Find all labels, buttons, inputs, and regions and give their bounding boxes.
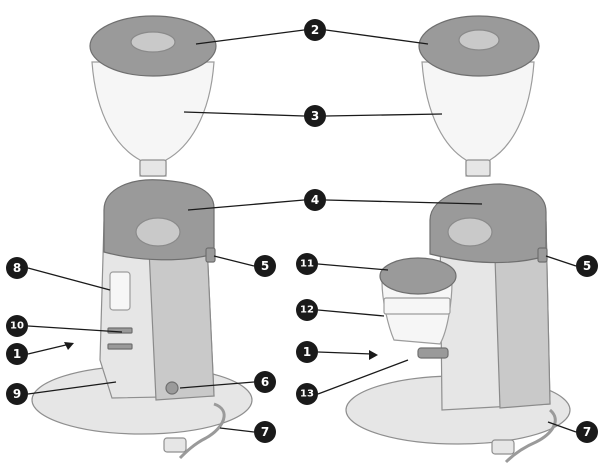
leader-7-right <box>547 421 577 433</box>
left-grinder-chute <box>135 217 181 247</box>
callout-10: 10 <box>6 315 28 337</box>
callout-11-label: 11 <box>300 259 314 270</box>
callout-2-label: 2 <box>311 23 319 37</box>
right-grinder-doser-lever <box>417 347 449 359</box>
callout-3-label: 3 <box>311 109 319 123</box>
leader-5-right <box>545 255 577 267</box>
left-grinder-dial <box>109 271 131 311</box>
left-grinder-switch <box>205 247 216 263</box>
leader-4-left <box>187 199 305 211</box>
callout-6: 6 <box>254 371 276 393</box>
arrowhead-1-left <box>64 342 74 350</box>
callout-6-label: 6 <box>261 375 269 389</box>
right-hopper-lid-handle <box>458 29 500 51</box>
leader-2-left <box>195 29 305 45</box>
callout-5-right: 5 <box>576 255 598 277</box>
leader-1-right <box>317 351 373 355</box>
callout-12-label: 12 <box>300 305 314 316</box>
callout-7-left: 7 <box>254 421 276 443</box>
callout-11: 11 <box>296 253 318 275</box>
left-hopper <box>89 15 217 177</box>
left-grinder <box>31 179 253 460</box>
leader-4-right <box>325 199 483 205</box>
leader-7-left <box>219 427 255 433</box>
right-grinder-plug <box>491 439 515 455</box>
leader-5-left <box>213 255 255 267</box>
callout-5-right-label: 5 <box>583 259 591 273</box>
callout-8: 8 <box>6 257 28 279</box>
right-grinder-doser-band <box>383 297 451 315</box>
callout-4-label: 4 <box>311 193 319 207</box>
callout-1-right: 1 <box>296 341 318 363</box>
left-grinder-cord <box>178 402 226 460</box>
leader-1-left <box>27 343 71 355</box>
callout-1-left-label: 1 <box>13 347 21 361</box>
callout-13-label: 13 <box>300 389 314 400</box>
callout-9: 9 <box>6 383 28 405</box>
arrowhead-1-right <box>369 350 378 360</box>
callout-8-label: 8 <box>13 261 21 275</box>
callout-5-left: 5 <box>254 255 276 277</box>
callout-4: 4 <box>304 189 326 211</box>
leader-2-right <box>325 29 429 45</box>
arrowheads <box>64 342 378 360</box>
left-hopper-neck <box>139 159 167 177</box>
leader-3-right <box>325 113 443 117</box>
leader-13 <box>317 359 409 395</box>
callout-3: 3 <box>304 105 326 127</box>
callout-13: 13 <box>296 383 318 405</box>
callout-1-left: 1 <box>6 343 28 365</box>
left-grinder-foot <box>165 381 179 395</box>
right-hopper-neck <box>465 159 491 177</box>
leader-9 <box>27 381 117 395</box>
leader-11 <box>317 263 389 271</box>
leader-10 <box>27 325 123 333</box>
left-grinder-plug <box>163 437 187 453</box>
right-grinder <box>345 183 571 464</box>
callout-9-label: 9 <box>13 387 21 401</box>
leader-6 <box>179 381 255 389</box>
callout-10-label: 10 <box>10 321 24 332</box>
leader-8 <box>27 267 111 291</box>
right-hopper-container <box>421 61 535 177</box>
leader-12 <box>317 309 385 317</box>
right-grinder-chute <box>447 217 493 247</box>
callout-5-left-label: 5 <box>261 259 269 273</box>
right-grinder-doser-lid <box>379 257 457 295</box>
callout-1-right-label: 1 <box>303 345 311 359</box>
leader-lines <box>27 29 577 433</box>
callout-2: 2 <box>304 19 326 41</box>
callout-12: 12 <box>296 299 318 321</box>
callout-7-right-label: 7 <box>583 425 591 439</box>
leader-3-left <box>183 111 305 117</box>
callout-7-right: 7 <box>576 421 598 443</box>
right-grinder-cord <box>504 408 557 464</box>
callout-badges: 2 3 4 5 5 8 11 10 <box>6 19 598 443</box>
right-grinder-switch <box>537 247 548 263</box>
right-hopper <box>418 15 540 177</box>
callout-7-left-label: 7 <box>261 425 269 439</box>
left-hopper-container <box>91 61 215 177</box>
left-hopper-lid-handle <box>130 31 176 53</box>
left-grinder-fork-lower <box>107 343 133 350</box>
